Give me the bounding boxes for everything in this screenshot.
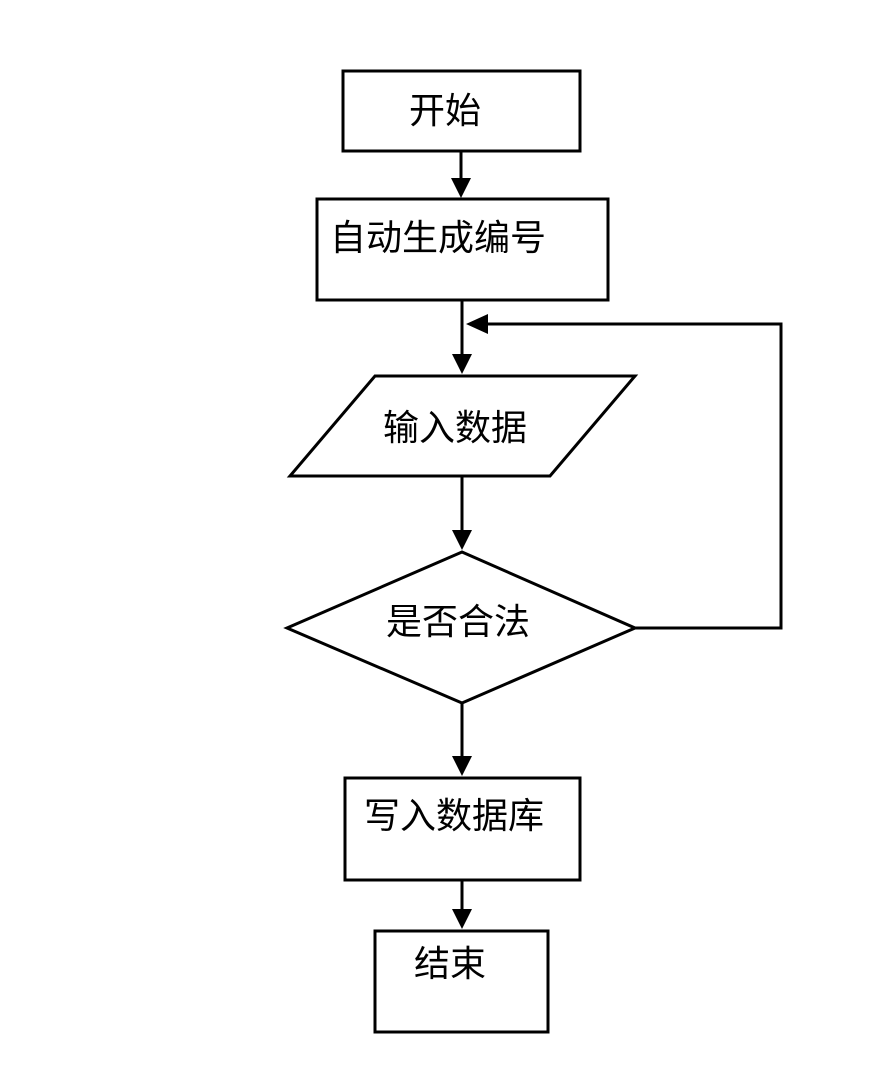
node-input-data-label: 输入数据 [383,408,527,448]
node-auto-number-shape [315,197,610,302]
edge-write-db-to-end [452,880,472,929]
arrowhead-down-icon [452,909,472,929]
node-end-label: 结束 [414,944,486,984]
edge-validate-loop-back [466,314,783,630]
node-end-shape [373,929,550,1034]
edge-auto-number-to-input-data [452,300,472,374]
node-auto-number-label: 自动生成编号 [330,218,546,258]
node-end: 结束 [373,929,550,1034]
arrowhead-down-icon [452,756,472,776]
node-write-db-label: 写入数据库 [364,796,544,836]
node-start-label: 开始 [409,91,481,131]
edge-input-data-to-validate [452,476,472,550]
edge-validate-to-write-db [452,703,472,776]
node-start: 开始 [341,69,582,153]
node-validate-shape [283,550,639,705]
arrowhead-down-icon [452,530,472,550]
node-input-data: 输入数据 [286,374,639,478]
node-auto-number: 自动生成编号 [315,197,610,302]
loop-line [488,322,783,630]
node-validate-label: 是否合法 [386,602,530,642]
node-input-data-shape [286,374,639,478]
arrowhead-down-icon [452,354,472,374]
node-write-db: 写入数据库 [343,776,582,882]
arrowhead-down-icon [451,178,471,198]
node-start-shape [341,69,582,153]
edge-start-to-auto-number [451,151,471,198]
node-validate: 是否合法 [283,550,639,705]
node-write-db-shape [343,776,582,882]
arrowhead-left-icon [466,314,488,334]
